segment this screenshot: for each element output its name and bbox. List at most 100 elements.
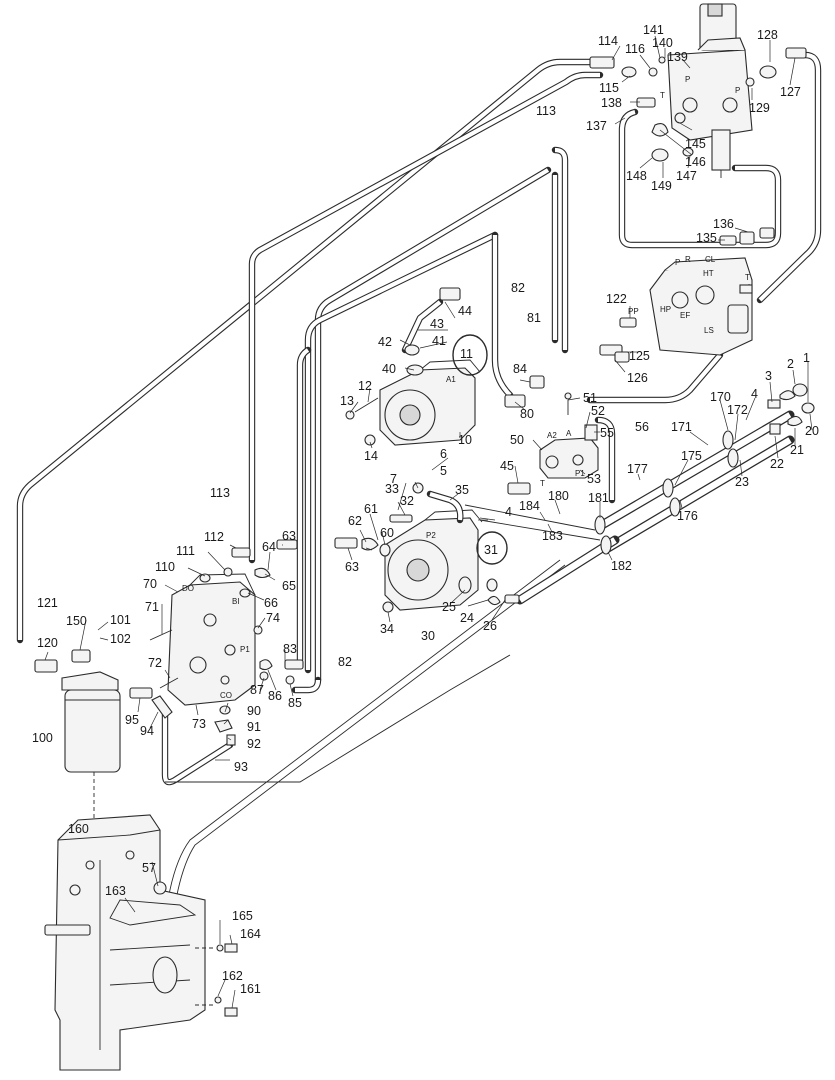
callout-13: 13 — [340, 394, 354, 408]
valve-50: A2 A T P1 — [507, 392, 599, 495]
callout-161: 161 — [240, 982, 261, 996]
port-label: LS — [704, 326, 714, 335]
tube-4 — [464, 504, 601, 541]
port-label: HT — [703, 269, 714, 278]
callout-181: 181 — [588, 491, 609, 505]
port-label: P — [675, 258, 680, 267]
callout-24: 24 — [460, 611, 474, 625]
callout-140: 140 — [652, 36, 673, 50]
callout-84: 84 — [513, 362, 527, 376]
callout-94: 94 — [140, 724, 154, 738]
callout-145: 145 — [685, 137, 706, 151]
port-label: A1 — [446, 375, 456, 384]
callout-40: 40 — [382, 362, 396, 376]
callout-172: 172 — [727, 403, 748, 417]
callout-4: 4 — [505, 505, 512, 519]
callout-113: 113 — [536, 104, 556, 118]
hose-clamps — [594, 430, 739, 555]
tube-82-lower — [291, 346, 322, 694]
callout-113: 113 — [210, 486, 230, 500]
callout-2: 2 — [787, 357, 794, 371]
tube-56 — [594, 416, 616, 504]
callout-86: 86 — [268, 689, 282, 703]
tube-137 — [618, 108, 782, 249]
callout-42: 42 — [378, 335, 392, 349]
callout-44: 44 — [458, 304, 472, 318]
tube-82-81 — [304, 146, 569, 684]
return-filter — [34, 649, 121, 820]
callout-112: 112 — [204, 530, 224, 544]
callout-60: 60 — [380, 526, 394, 540]
callout-63: 63 — [345, 560, 359, 574]
callout-148: 148 — [626, 169, 647, 183]
callout-51: 51 — [583, 391, 597, 405]
callout-21: 21 — [790, 443, 804, 457]
callout-72: 72 — [148, 656, 162, 670]
callout-137: 137 — [586, 119, 607, 133]
port-label: R — [685, 255, 691, 264]
callout-62: 62 — [348, 514, 362, 528]
callout-66: 66 — [264, 596, 278, 610]
callout-111: 111 — [176, 544, 195, 558]
callout-125: 125 — [629, 349, 650, 363]
callout-43: 43 — [430, 317, 444, 331]
pump-1: A1 — [379, 334, 488, 446]
hose-182 — [515, 535, 620, 605]
callout-65: 65 — [282, 579, 296, 593]
callout-61: 61 — [364, 502, 378, 516]
port-label: P2 — [426, 531, 436, 540]
callout-32: 32 — [400, 494, 414, 508]
callout-128: 128 — [757, 28, 778, 42]
callout-82: 82 — [338, 655, 352, 669]
callout-35: 35 — [455, 483, 469, 497]
tube-121 — [248, 71, 604, 564]
callout-115: 115 — [599, 81, 619, 95]
callout-57: 57 — [142, 861, 156, 875]
callout-5: 5 — [440, 464, 447, 478]
right-fittings — [767, 383, 815, 435]
callout-50: 50 — [510, 433, 524, 447]
callout-95: 95 — [125, 713, 139, 727]
callout-10: 10 — [458, 433, 472, 447]
callout-4: 4 — [751, 387, 758, 401]
callout-7: 7 — [390, 472, 397, 486]
callout-135: 135 — [696, 231, 717, 245]
priority-fittings — [599, 227, 775, 363]
port-label: A — [566, 429, 572, 438]
port-label: PP — [628, 307, 639, 316]
callout-92: 92 — [247, 737, 261, 751]
port-label: CL — [705, 255, 716, 264]
priority-valve: P R CL HT T L PP HP EF LS — [628, 255, 753, 356]
callout-120: 120 — [37, 636, 58, 650]
callout-25: 25 — [442, 600, 456, 614]
port-label: BI — [232, 597, 240, 606]
callout-100: 100 — [32, 731, 53, 745]
callout-70: 70 — [143, 577, 157, 591]
callout-165: 165 — [232, 909, 253, 923]
callout-122: 122 — [606, 292, 627, 306]
port-label: P1 — [575, 469, 585, 478]
port-label: T — [540, 479, 545, 488]
callout-184: 184 — [519, 499, 540, 513]
callout-102: 102 — [110, 632, 131, 646]
callout-171: 171 — [671, 420, 692, 434]
callout-45: 45 — [500, 459, 514, 473]
pump-2: P2 — [382, 509, 508, 613]
tube-113 — [16, 58, 594, 644]
callout-164: 164 — [240, 927, 261, 941]
port-label: DO — [182, 584, 194, 593]
callout-41: 41 — [432, 334, 446, 348]
callout-136: 136 — [713, 217, 734, 231]
callout-183: 183 — [542, 529, 563, 543]
callout-1: 1 — [803, 351, 810, 365]
callout-163: 163 — [105, 884, 126, 898]
callout-53: 53 — [587, 472, 601, 486]
port-label: CO — [220, 691, 232, 700]
callout-26: 26 — [483, 619, 497, 633]
callout-121: 121 — [37, 596, 58, 610]
callout-33: 33 — [385, 482, 399, 496]
callout-74: 74 — [266, 611, 280, 625]
callout-182: 182 — [611, 559, 632, 573]
callout-180: 180 — [548, 489, 569, 503]
callout-176: 176 — [677, 509, 698, 523]
